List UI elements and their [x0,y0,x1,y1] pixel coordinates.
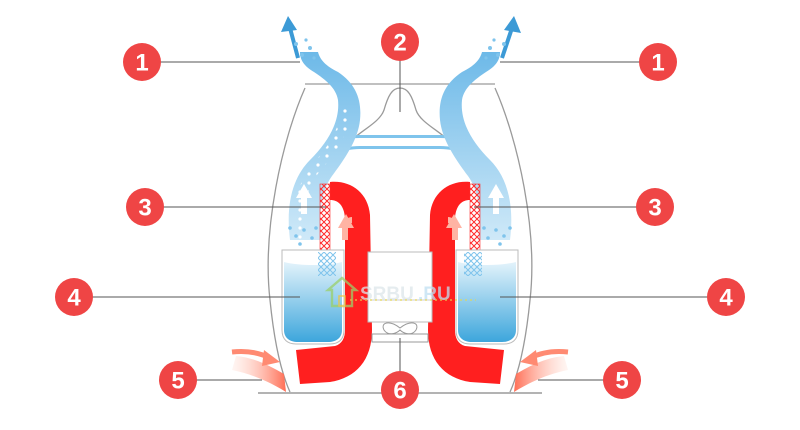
callout-3-left-number: 3 [138,195,151,222]
callout-2-number: 2 [393,30,406,57]
callout-1-left: 1 [123,43,161,81]
callout-5-left-number: 5 [171,368,184,395]
heater-duct-right [428,181,504,384]
callout-4-right: 4 [707,278,745,316]
callout-3-right-number: 3 [648,195,661,222]
callout-6-number: 6 [393,378,406,405]
watermark-text-1: SRBU [360,284,414,305]
callout-3-left: 3 [126,188,164,226]
hot-air-arrow-right [446,214,462,240]
rising-steam-arrow-left [296,184,312,214]
hot-air-arrow-left [338,214,354,240]
watermark-text-2: .RU [418,284,451,305]
callout-4-right-number: 4 [719,285,733,312]
control-unit [367,251,433,323]
callout-4-left: 4 [55,278,93,316]
water-tank-right [455,249,519,345]
watermark: SRBU .RU [324,276,476,308]
callout-1-left-number: 1 [135,50,148,77]
callout-1-right: 1 [639,43,677,81]
callout-5-right: 5 [603,361,641,399]
callout-5-left: 5 [159,361,197,399]
steam-outlet-arrow-left [281,16,316,60]
callout-6: 6 [381,371,419,409]
air-intake-arrow-right [514,349,569,392]
callout-1-right-number: 1 [651,50,664,77]
callout-5-right-number: 5 [615,368,628,395]
steam-dots [288,226,512,246]
water-tank-left [281,249,345,345]
heater-duct-left [296,181,372,384]
callout-4-left-number: 4 [67,285,81,312]
rising-steam-arrow-right [488,184,504,214]
callout-2: 2 [381,23,419,61]
callout-3-right: 3 [636,188,674,226]
steam-outlet-arrow-right [484,16,521,60]
leader-lines [92,60,708,381]
air-intake-arrow-left [231,349,286,392]
